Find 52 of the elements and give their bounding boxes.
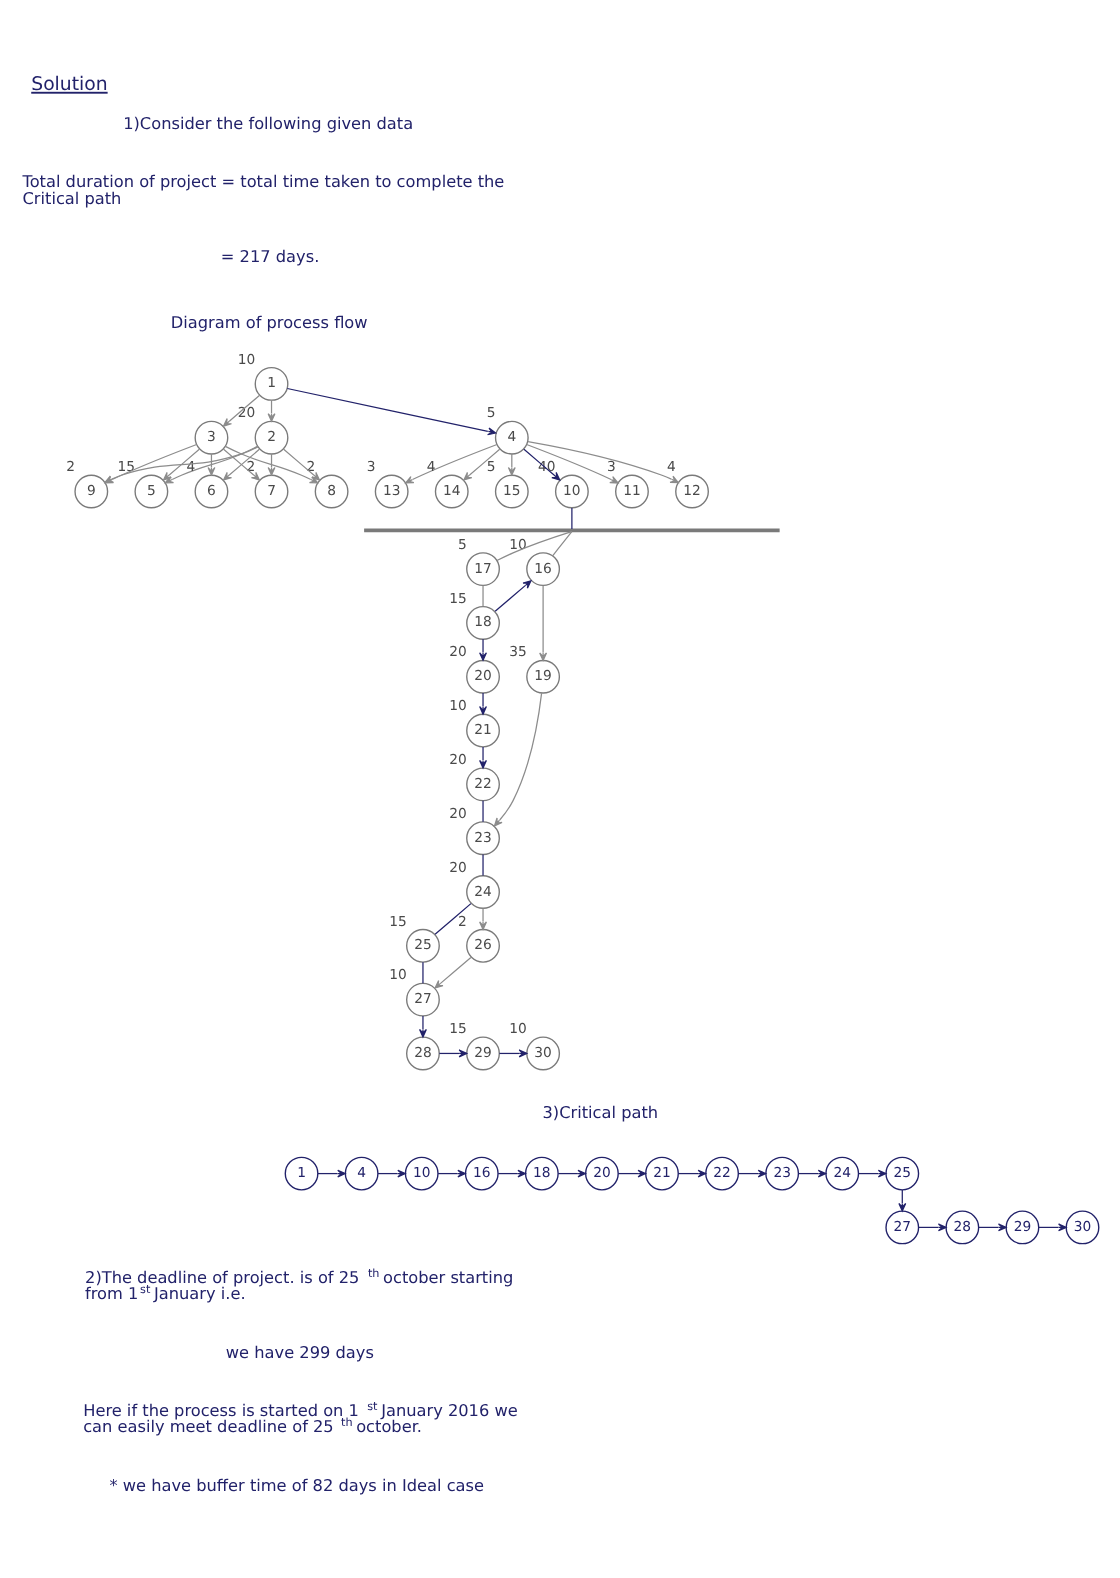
label: Diagram of process flow (170, 311, 368, 332)
arrow (479, 637, 488, 660)
arrow (434, 955, 472, 988)
arrow (479, 906, 488, 929)
node-bracket (364, 527, 780, 532)
arrow (617, 1168, 647, 1177)
label: we have 299 days (225, 1341, 374, 1362)
connector (482, 583, 484, 607)
arrow (377, 1168, 406, 1177)
diagram-title: Solution (31, 72, 108, 95)
label: Total duration of project = total time taken to complete the Critical path (22, 169, 505, 208)
label: 1)Consider the following given data (123, 112, 414, 133)
connector (422, 960, 424, 983)
arrow (494, 579, 532, 611)
label: 2)The deadline of project. is of 25$^{th}$ october starting from 1$^{st}$ January i.e. (85, 1265, 514, 1303)
arrow (858, 1168, 887, 1177)
arrow (918, 1222, 947, 1231)
arrow (526, 442, 619, 483)
arrow (418, 1014, 427, 1037)
arrow (557, 1168, 587, 1177)
connector (482, 799, 484, 822)
arrow (539, 583, 548, 661)
arrow (527, 439, 679, 483)
arrow (493, 691, 543, 826)
arrow (438, 1048, 468, 1057)
connector (571, 506, 573, 529)
arrow (978, 1222, 1007, 1231)
arrow (479, 691, 488, 714)
arrow (317, 1168, 346, 1177)
arrow (497, 1168, 527, 1177)
arrow (405, 442, 498, 483)
arrow (479, 745, 488, 768)
arrow (222, 393, 260, 426)
arrow (677, 1168, 707, 1177)
label: * we have buffer time of 82 days in Ideal case (109, 1473, 485, 1494)
label: = 217 days. (220, 244, 320, 265)
arrow (797, 1168, 827, 1177)
arrow (437, 1168, 467, 1177)
arrow (737, 1168, 767, 1177)
arrow (283, 447, 321, 480)
label: 3)Critical path (542, 1100, 659, 1121)
connector (482, 852, 484, 876)
connector (552, 530, 573, 556)
arrow (286, 386, 497, 435)
arrow (224, 444, 319, 483)
connector (496, 529, 573, 561)
arrow (463, 447, 501, 480)
label: Here if the process is started on 1$^{st}$ January 2016 we can easily meet deadline of 25$^{th}$ october. (83, 1398, 518, 1435)
connector (434, 902, 472, 934)
arrow (498, 1048, 528, 1057)
arrow (1038, 1222, 1067, 1231)
arrow (162, 447, 200, 480)
